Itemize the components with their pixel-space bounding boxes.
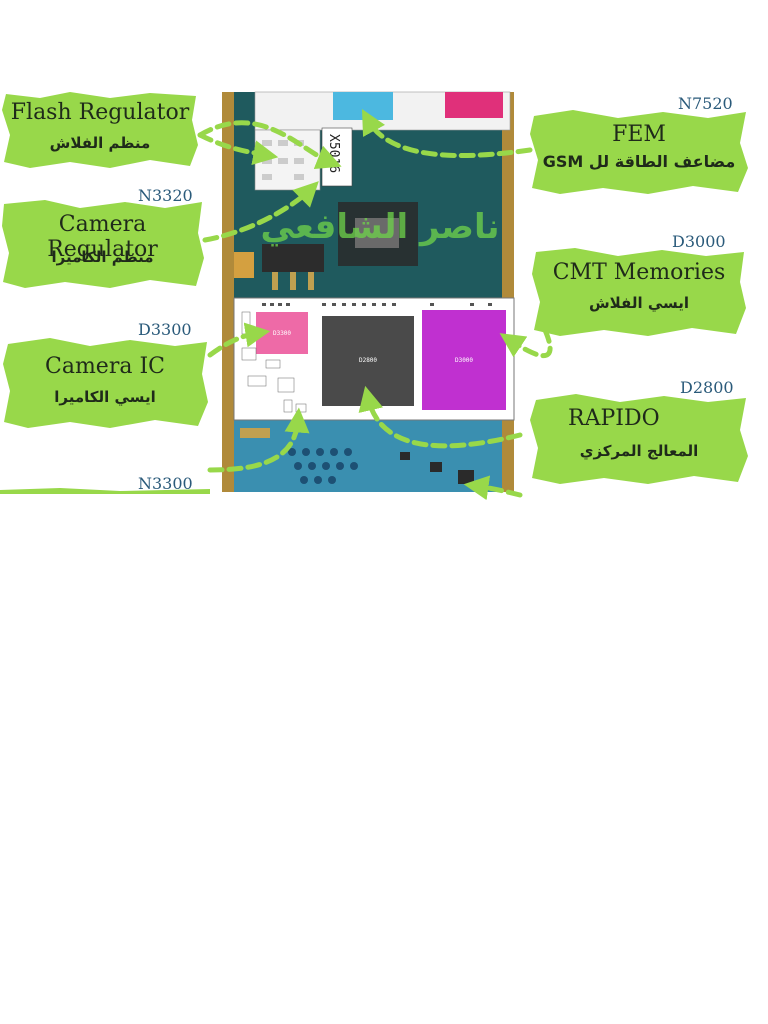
callout-camera-ic: Camera IC ايسي الكاميرا <box>0 336 210 430</box>
chip-red <box>445 92 503 118</box>
camera-connector <box>262 244 324 272</box>
arrow-n3300 <box>207 407 310 473</box>
ref-n7520: N7520 <box>678 94 733 113</box>
callout-fem: FEM مضاعف الطاقة لل GSM <box>528 108 750 196</box>
arrow-rapido <box>358 385 523 449</box>
label-cmt-memories-en: CMT Memories <box>552 260 726 285</box>
watermark: ناصر الشافعي <box>260 207 499 247</box>
arrow-camera-regulator <box>202 181 319 243</box>
board-gold-edge-left <box>222 92 234 492</box>
label-cmt-memories-ar: ايسي الفلاش <box>588 294 690 312</box>
ref-n3320: N3320 <box>138 186 193 205</box>
svg-text:D2800: D2800 <box>359 357 377 364</box>
label-flash-regulator-en: Flash Regulator <box>10 100 190 125</box>
callout-bottom-left <box>0 488 210 494</box>
arrow-bottom-right <box>463 475 523 501</box>
callout-camera-regulator: Camera Regulator منظم الكاميرا <box>0 198 205 290</box>
label-camera-regulator-ar: منظم الكاميرا <box>51 248 154 266</box>
ref-d3000: D3000 <box>672 232 726 251</box>
label-fem-en: FEM <box>612 122 666 147</box>
label-camera-ic-ar: ايسي الكاميرا <box>54 388 156 406</box>
callout-rapido: RAPIDO المعالج المركزي <box>528 392 750 486</box>
label-camera-ic-en: Camera IC <box>45 354 165 379</box>
arrow-camera-ic <box>207 322 271 358</box>
ref-n3300: N3300 <box>138 474 193 493</box>
label-fem-ar: مضاعف الطاقة لل GSM <box>542 152 736 171</box>
label-rapido-ar: المعالج المركزي <box>579 442 699 460</box>
callout-flash-regulator: Flash Regulator منظم الفلاش <box>0 90 200 170</box>
arrow-fem <box>361 109 533 159</box>
label-rapido-en: RAPIDO <box>568 406 660 431</box>
arrow-cmt-memories <box>499 327 553 359</box>
svg-text:D3300: D3300 <box>273 330 291 337</box>
tantalum-capacitor <box>234 252 254 278</box>
arrow-flash-regulator-2 <box>197 120 342 169</box>
label-camera-regulator-en: Camera Regulator <box>47 212 158 262</box>
callout-cmt-memories: CMT Memories ايسي الفلاش <box>530 246 748 338</box>
chip-d3000 <box>422 310 506 410</box>
svg-text:D3000: D3000 <box>455 357 473 364</box>
label-flash-regulator-ar: منظم الفلاش <box>49 134 151 152</box>
arrow-flash-regulator <box>197 132 279 165</box>
ref-d2800: D2800 <box>680 378 734 397</box>
ref-d3300: D3300 <box>138 320 192 339</box>
